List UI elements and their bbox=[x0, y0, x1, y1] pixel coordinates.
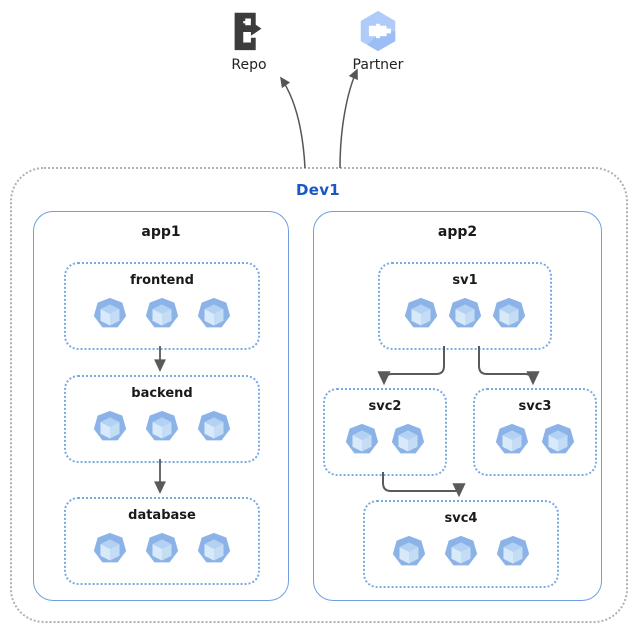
service-box-backend[interactable]: backend bbox=[64, 375, 260, 463]
service-box-database[interactable]: database bbox=[64, 497, 260, 585]
environment-label: Dev1 bbox=[295, 181, 341, 199]
pod-icon[interactable] bbox=[390, 534, 428, 572]
pod-icon[interactable] bbox=[389, 422, 427, 460]
service-label: sv1 bbox=[452, 273, 478, 288]
pod-icon[interactable] bbox=[446, 296, 484, 334]
application-box-app2[interactable]: app2 bbox=[313, 211, 602, 601]
service-label: svc3 bbox=[518, 399, 552, 414]
pod-icon[interactable] bbox=[91, 296, 129, 334]
service-box-svc3[interactable]: svc3 bbox=[473, 388, 597, 476]
external-node-label: Partner bbox=[352, 57, 404, 73]
application-label: app2 bbox=[437, 224, 478, 240]
pod-icon[interactable] bbox=[143, 296, 181, 334]
external-node-repo[interactable]: Repo bbox=[203, 8, 295, 73]
service-label: frontend bbox=[130, 273, 194, 288]
service-label: svc4 bbox=[444, 511, 478, 526]
service-label: database bbox=[128, 508, 196, 523]
connector-dev1-to-repo bbox=[280, 76, 306, 169]
pod-row-database bbox=[66, 531, 258, 569]
service-label: backend bbox=[131, 386, 193, 401]
service-label: svc2 bbox=[368, 399, 402, 414]
environment-boundary-dev1[interactable] bbox=[10, 167, 628, 623]
external-node-partner[interactable]: Partner bbox=[332, 8, 424, 73]
pod-icon[interactable] bbox=[195, 409, 233, 447]
pod-icon[interactable] bbox=[91, 531, 129, 569]
pod-icon[interactable] bbox=[539, 422, 577, 460]
pod-icon[interactable] bbox=[343, 422, 381, 460]
partner-hexagon-icon bbox=[360, 10, 396, 52]
pod-row-backend bbox=[66, 409, 258, 447]
repo-icon bbox=[234, 12, 262, 51]
pod-icon[interactable] bbox=[402, 296, 440, 334]
pod-icon[interactable] bbox=[195, 296, 233, 334]
pod-row-frontend bbox=[66, 296, 258, 334]
pod-icon[interactable] bbox=[143, 531, 181, 569]
pod-icon[interactable] bbox=[442, 534, 480, 572]
pod-icon[interactable] bbox=[195, 531, 233, 569]
pod-icon[interactable] bbox=[490, 296, 528, 334]
pod-row-svc3 bbox=[475, 422, 595, 460]
pod-row-sv1 bbox=[380, 296, 550, 334]
pod-icon[interactable] bbox=[494, 534, 532, 572]
pod-icon[interactable] bbox=[91, 409, 129, 447]
service-box-svc4[interactable]: svc4 bbox=[363, 500, 559, 588]
pod-row-svc4 bbox=[365, 534, 557, 572]
service-box-svc2[interactable]: svc2 bbox=[323, 388, 447, 476]
pod-icon[interactable] bbox=[493, 422, 531, 460]
pod-row-svc2 bbox=[325, 422, 445, 460]
external-node-label: Repo bbox=[231, 57, 267, 73]
service-box-sv1[interactable]: sv1 bbox=[378, 262, 552, 350]
application-label: app1 bbox=[141, 224, 181, 240]
pod-icon[interactable] bbox=[143, 409, 181, 447]
connector-dev1-to-partner bbox=[339, 68, 358, 169]
service-box-frontend[interactable]: frontend bbox=[64, 262, 260, 350]
